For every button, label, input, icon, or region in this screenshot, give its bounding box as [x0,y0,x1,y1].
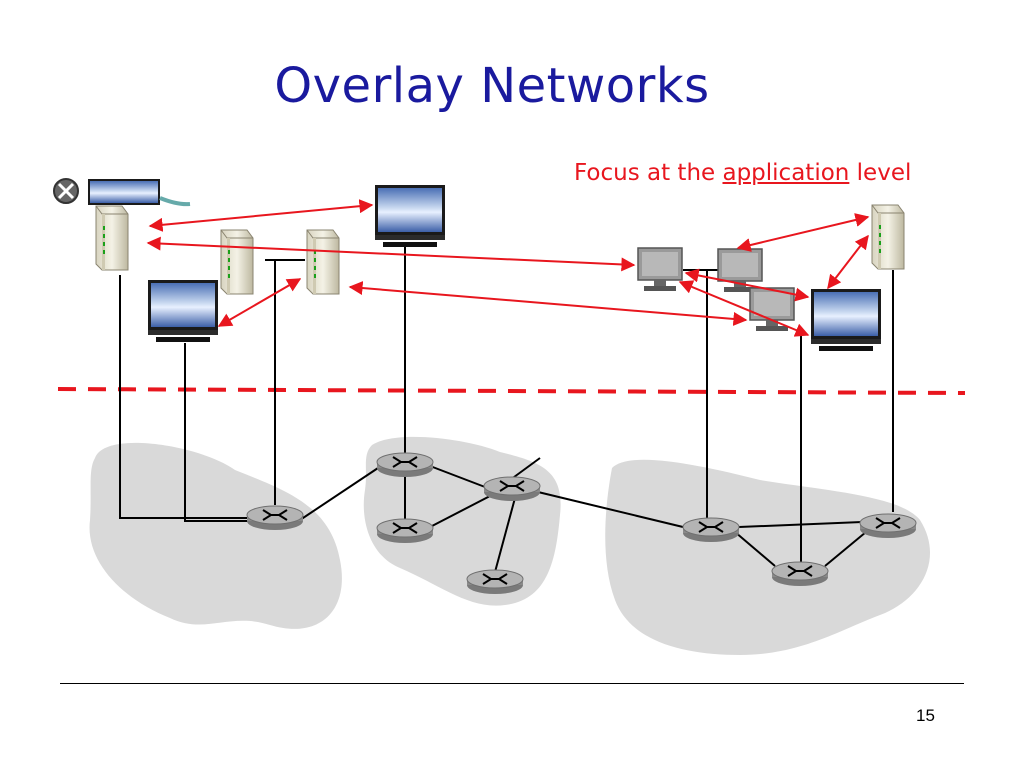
tower-pc-icon [220,229,254,295]
overlay-link [736,213,870,252]
focus-caption: Focus at the application level [574,160,911,186]
slide-title: Overlay Networks [274,58,710,114]
desktop-pc-icon [717,248,763,293]
network-cloud-left [89,442,342,629]
overlay-link [827,234,869,290]
physical-links [119,245,894,573]
cable-icon [159,196,191,207]
router-icon [246,505,304,531]
monitor-icon [375,185,445,247]
tower-pc-icon [871,204,905,270]
router-icon [376,518,434,544]
overlay-link [348,281,748,326]
router-icon [483,476,541,502]
monitor-icon [88,179,160,205]
router-icon [771,561,829,587]
tower-pc-icon [95,205,129,271]
page-number: 15 [916,706,935,725]
overlay-link [148,199,374,232]
footer-divider [60,683,964,684]
network-cloud-right [605,459,931,655]
monitor-icon [148,280,218,342]
overlay-boundary-dashed-line [57,387,966,395]
tower-pc-icon [306,229,340,295]
overlay-link [678,280,810,337]
monitor-icon [811,289,881,351]
speaker-icon [53,178,79,204]
overlay-link [217,278,302,327]
desktop-pc-icon [749,287,795,332]
caption-prefix: Focus at the [574,160,723,186]
overlay-links [146,199,870,337]
overlay-link [146,236,636,272]
desktop-pc-icon [637,247,683,292]
caption-emphasis: application [722,160,850,186]
router-icon [376,452,434,478]
router-icon [466,569,524,595]
caption-suffix: level [849,160,912,186]
router-icon [682,517,740,543]
router-icon [859,513,917,539]
